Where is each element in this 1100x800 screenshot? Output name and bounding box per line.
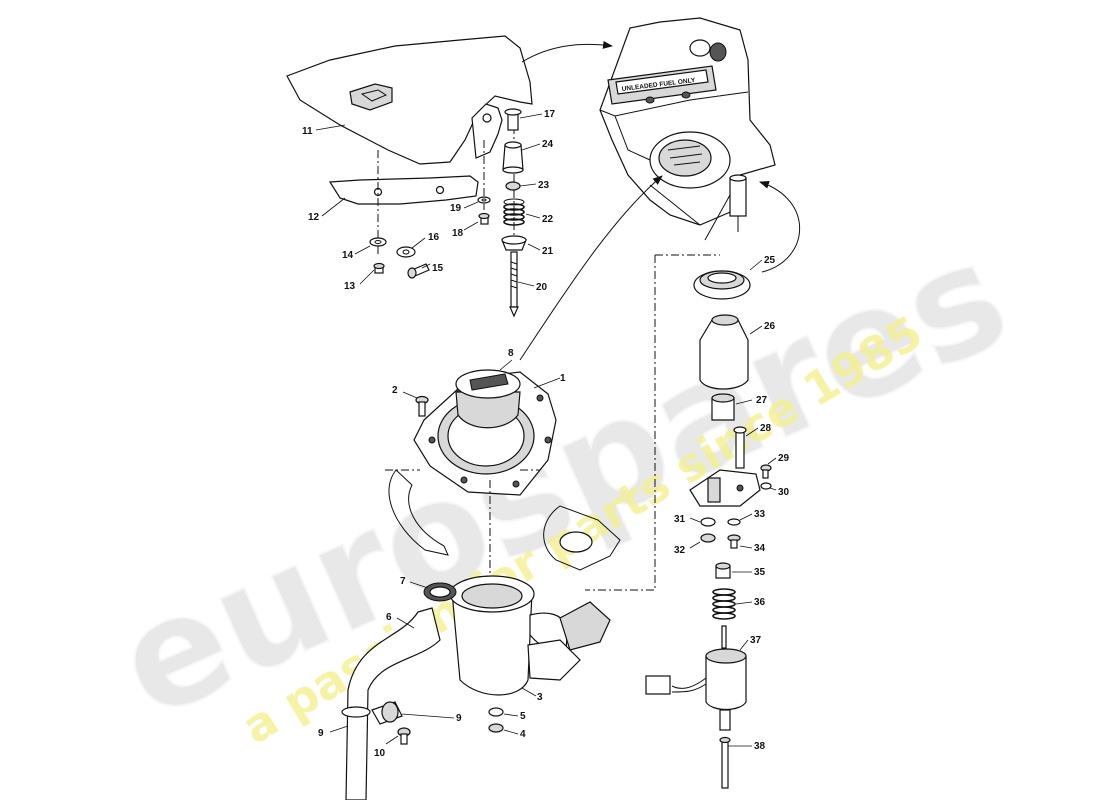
callout-14: 14 bbox=[342, 250, 354, 261]
callout-5: 5 bbox=[520, 711, 526, 722]
part-seal-outline bbox=[388, 469, 449, 556]
part-4-nut bbox=[488, 723, 504, 733]
part-26-boot bbox=[699, 314, 749, 390]
callout-7: 7 bbox=[400, 576, 406, 587]
arrow-cap-to-inset bbox=[519, 175, 663, 361]
callout-31: 31 bbox=[674, 514, 686, 525]
callout-20: 20 bbox=[536, 282, 548, 293]
part-27-bush bbox=[711, 393, 735, 421]
filler-neck-assembly bbox=[341, 254, 720, 800]
callout-numbers: 1 2 3 4 5 6 7 8 9 9 10 11 12 13 14 15 16… bbox=[302, 109, 790, 759]
part-14-washer bbox=[369, 237, 387, 247]
part-19-washer bbox=[477, 196, 491, 204]
callout-36: 36 bbox=[754, 597, 766, 608]
part-8-fuel-cap bbox=[455, 369, 521, 429]
part-20-rod bbox=[509, 251, 519, 318]
part-17-hinge-arm bbox=[471, 103, 503, 159]
part-11-flap-panel bbox=[286, 35, 533, 165]
callout-19: 19 bbox=[450, 203, 462, 214]
actuator-stack bbox=[645, 270, 772, 789]
part-7-hose-clamp bbox=[423, 582, 457, 602]
callout-16: 16 bbox=[428, 232, 440, 243]
callout-13: 13 bbox=[344, 281, 356, 292]
part-33-washer bbox=[727, 518, 741, 526]
part-25-grommet bbox=[693, 270, 751, 300]
part-34-screw bbox=[727, 534, 741, 549]
callout-9-left: 9 bbox=[318, 728, 324, 739]
callout-18: 18 bbox=[452, 228, 464, 239]
part-3-filler-neck bbox=[449, 575, 611, 696]
callout-30: 30 bbox=[778, 487, 790, 498]
callout-25: 25 bbox=[764, 255, 776, 266]
callout-15: 15 bbox=[432, 263, 444, 274]
callout-28: 28 bbox=[760, 423, 772, 434]
part-bracket-plate bbox=[689, 469, 761, 507]
callout-4: 4 bbox=[520, 729, 526, 740]
part-16-washer bbox=[396, 246, 416, 258]
arrow-flap-to-inset bbox=[521, 40, 613, 63]
arrow-actuator-to-inset bbox=[759, 181, 800, 273]
callout-32: 32 bbox=[674, 545, 686, 556]
callout-11: 11 bbox=[302, 126, 313, 137]
part-13-screw bbox=[373, 262, 385, 274]
inset-solenoid bbox=[729, 174, 747, 232]
part-31-washer bbox=[700, 517, 716, 527]
callout-17: 17 bbox=[544, 109, 556, 120]
assembly-arrows bbox=[519, 40, 800, 361]
part-35-plunger bbox=[715, 562, 731, 579]
callout-9-right: 9 bbox=[456, 713, 462, 724]
part-30-washer bbox=[760, 482, 772, 490]
callout-8: 8 bbox=[508, 348, 514, 359]
callout-3: 3 bbox=[537, 692, 543, 703]
callout-1: 1 bbox=[560, 373, 566, 384]
callout-38: 38 bbox=[754, 741, 766, 752]
part-37-connector bbox=[645, 675, 671, 695]
callout-27: 27 bbox=[756, 395, 768, 406]
callout-21: 21 bbox=[542, 246, 554, 257]
callout-26: 26 bbox=[764, 321, 776, 332]
callout-10: 10 bbox=[374, 748, 386, 759]
callout-12: 12 bbox=[308, 212, 320, 223]
callout-35: 35 bbox=[754, 567, 766, 578]
part-37-solenoid bbox=[645, 625, 747, 731]
part-9-clip bbox=[341, 701, 403, 725]
callout-22: 22 bbox=[542, 214, 554, 225]
part-2-screw bbox=[415, 395, 429, 417]
filler-housing-inset: UNLEADED FUEL ONLY bbox=[599, 17, 776, 241]
part-10-screw bbox=[397, 727, 411, 745]
part-28-pin bbox=[733, 426, 747, 469]
part-29-screw bbox=[760, 464, 772, 479]
part-32-nut bbox=[700, 533, 716, 543]
callout-34: 34 bbox=[754, 543, 766, 554]
callout-2: 2 bbox=[392, 385, 398, 396]
part-12-bracket bbox=[328, 175, 479, 205]
callout-33: 33 bbox=[754, 509, 766, 520]
callout-23: 23 bbox=[538, 180, 550, 191]
callout-29: 29 bbox=[778, 453, 790, 464]
callout-37: 37 bbox=[750, 635, 762, 646]
callout-6: 6 bbox=[386, 612, 392, 623]
part-5-washer bbox=[488, 707, 504, 717]
part-24-sleeve bbox=[502, 144, 524, 171]
callout-leaders bbox=[315, 113, 777, 747]
callout-24: 24 bbox=[542, 139, 554, 150]
part-6-hose bbox=[345, 607, 441, 800]
part-23-nut bbox=[505, 181, 521, 191]
inset-body-panel bbox=[599, 17, 776, 226]
part-38-key-pin bbox=[719, 736, 731, 789]
fuel-flap-assembly bbox=[286, 35, 533, 318]
part-36-spring bbox=[712, 588, 736, 620]
part-18-screw bbox=[478, 212, 490, 225]
part-22-spring bbox=[503, 198, 525, 226]
